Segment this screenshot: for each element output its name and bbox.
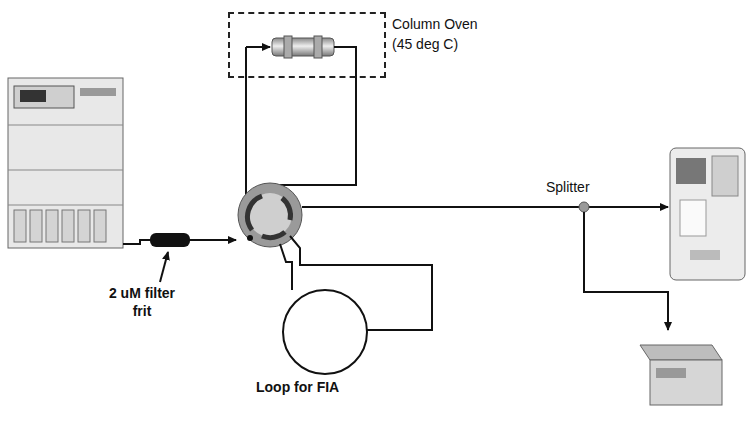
hplc-module (8, 78, 123, 248)
filter-frit (150, 233, 190, 247)
column (246, 36, 356, 200)
splitter-label: Splitter (546, 178, 626, 196)
splitter-tee (579, 202, 589, 212)
sample-loop (280, 236, 432, 374)
node-label: Column Oven (45 deg C) (392, 14, 492, 54)
mass-spectrometer (670, 148, 745, 280)
detector (640, 345, 722, 405)
frit-label: 2 uM filter frit (100, 284, 184, 320)
column-oven-box: Column Oven (45 deg C) (228, 12, 386, 78)
loop-label: Loop for FIA (256, 378, 396, 396)
